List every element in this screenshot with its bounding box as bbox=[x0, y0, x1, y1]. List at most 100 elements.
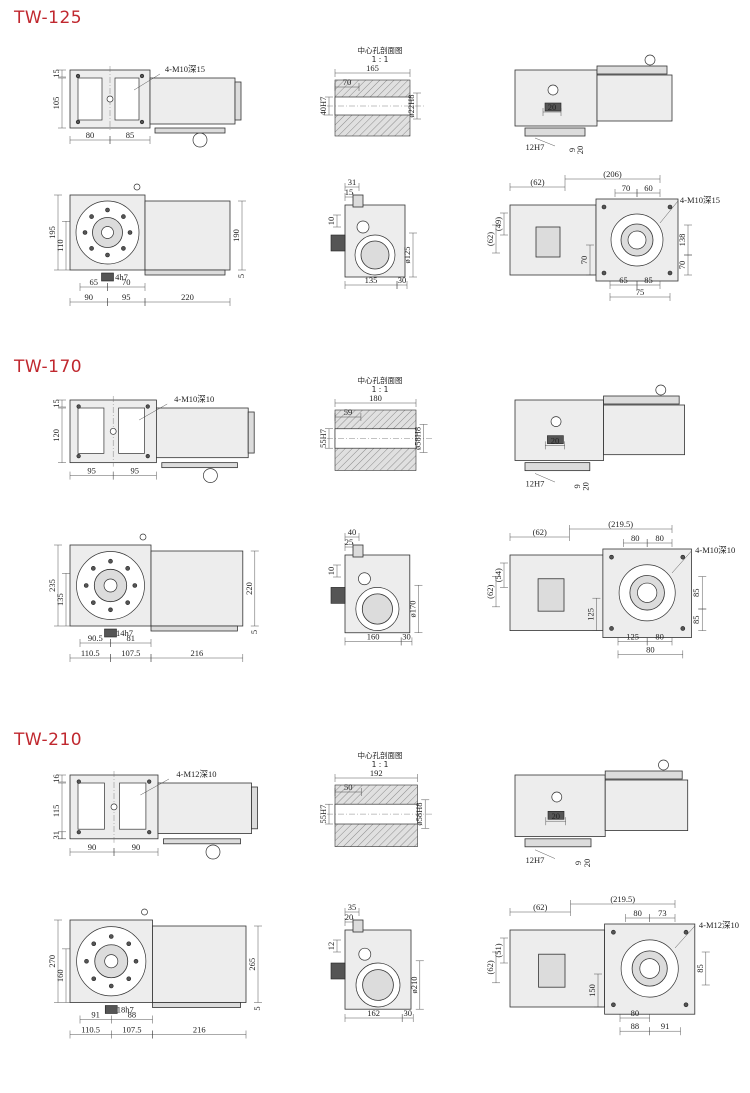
dimension-label: 40 bbox=[348, 527, 357, 537]
dimension-label: 15 bbox=[51, 69, 61, 78]
top-view-slot bbox=[118, 407, 145, 454]
bolt-hole bbox=[89, 246, 94, 251]
side-view-shaft-hole bbox=[550, 416, 562, 427]
dimension-label: 88 bbox=[631, 1021, 640, 1031]
dimension-label: 80 bbox=[633, 908, 642, 918]
top-view-handwheel bbox=[203, 468, 218, 483]
dimension-label: 115 bbox=[51, 805, 61, 817]
dimension-label: 5 bbox=[252, 1006, 262, 1010]
dimension-label: (219.5) bbox=[610, 894, 635, 904]
dimension-label: 中心孔剖面图 bbox=[358, 750, 403, 760]
dimension-label: 91 bbox=[91, 1010, 100, 1020]
dimension-label: 9 bbox=[572, 484, 582, 488]
dimension-label: 235 bbox=[47, 579, 57, 592]
mounting-hole bbox=[75, 119, 81, 125]
dimension-label: 4-M10深15 bbox=[680, 195, 720, 205]
dimension-label: 70 bbox=[343, 77, 352, 87]
dimension-label: 85 bbox=[695, 964, 705, 973]
bottom-view-pad bbox=[538, 953, 566, 988]
dimension-label: 216 bbox=[191, 648, 204, 658]
side-view-motor-top bbox=[603, 395, 680, 405]
dimension-label: 81 bbox=[127, 633, 136, 643]
bolt-hole bbox=[125, 600, 130, 605]
mounting-hole bbox=[611, 929, 616, 935]
dimension-label: 14h7 bbox=[116, 628, 133, 638]
front-view-base-plate bbox=[150, 625, 238, 632]
dimension-label: 30 bbox=[403, 1008, 412, 1018]
bottom-view-bore bbox=[639, 958, 660, 979]
mounting-hole bbox=[75, 73, 81, 79]
dimension-label: 90 bbox=[85, 292, 94, 302]
bolt-hole bbox=[91, 976, 97, 982]
leader-line bbox=[139, 403, 168, 421]
dimension-label: 107.5 bbox=[121, 648, 140, 658]
end-view-cap bbox=[352, 544, 364, 558]
dimension-label: 50 bbox=[344, 782, 353, 792]
dimension-label: 80 bbox=[655, 533, 664, 543]
dimension-label: (62) bbox=[485, 960, 495, 974]
end-view-flange-inner bbox=[360, 240, 390, 270]
dimension-label: 105 bbox=[51, 97, 61, 110]
model-title: TW-125 bbox=[14, 8, 83, 28]
dimension-label: 160 bbox=[55, 969, 65, 982]
dimension-label: 70 bbox=[122, 277, 131, 287]
side-view-base bbox=[524, 127, 586, 137]
dimension-label: 135 bbox=[55, 593, 65, 606]
dimension-label: 4-M10深15 bbox=[165, 64, 205, 74]
dimension-label: 30 bbox=[402, 631, 411, 641]
dimension-label: 9 bbox=[567, 148, 577, 152]
bolt-hole bbox=[127, 230, 133, 235]
dimension-label: 80 bbox=[86, 130, 95, 140]
dimension-label: (62) bbox=[485, 584, 495, 598]
dimension-label: ø22H8 bbox=[406, 94, 416, 117]
bolt-hole bbox=[91, 600, 96, 605]
dimension-label: 90.5 bbox=[88, 633, 103, 643]
top-view-center-hole bbox=[109, 427, 117, 435]
dimension-label: 中心孔剖面图 bbox=[358, 45, 403, 55]
dimension-label: ø170 bbox=[407, 601, 417, 618]
mounting-hole bbox=[76, 454, 81, 459]
top-view-motor-housing bbox=[155, 407, 249, 459]
front-view-lifting-eye bbox=[141, 908, 148, 916]
side-view-housing bbox=[514, 69, 598, 127]
mounting-hole bbox=[609, 626, 614, 631]
top-view-base-plate bbox=[163, 838, 241, 845]
top-view-base-plate bbox=[161, 462, 238, 469]
side-view-lifting-eye bbox=[644, 54, 656, 66]
top-view-motor-housing bbox=[157, 782, 252, 834]
top-view-center-hole bbox=[106, 95, 114, 103]
end-view-handle bbox=[330, 587, 346, 604]
dimension-label: 65 bbox=[90, 277, 99, 287]
dimension-label: (62) bbox=[530, 177, 544, 187]
dimension-label: (62) bbox=[485, 232, 495, 246]
rotary-table-center-bore bbox=[104, 954, 119, 969]
dimension-label: 20 bbox=[575, 146, 585, 155]
front-view-key bbox=[104, 1005, 118, 1014]
dimension-label: 91 bbox=[661, 1021, 670, 1031]
dimension-label: 120 bbox=[51, 429, 61, 442]
dimension-label: ø58H8 bbox=[413, 427, 423, 450]
dimension-label: 135 bbox=[365, 275, 378, 285]
dimension-label: 1 : 1 bbox=[372, 385, 389, 394]
dimension-label: 80 bbox=[646, 644, 655, 654]
dimension-label: 90 bbox=[132, 842, 141, 852]
bolt-hole bbox=[84, 958, 89, 964]
bolt-hole bbox=[125, 566, 130, 571]
dimension-label: 165 bbox=[366, 63, 379, 73]
model-title: TW-210 bbox=[14, 730, 83, 750]
front-view-motor-housing bbox=[150, 550, 244, 627]
side-view-key bbox=[547, 811, 565, 820]
dimension-label: 73 bbox=[658, 908, 667, 918]
side-view-base bbox=[524, 462, 591, 472]
side-view-housing bbox=[514, 399, 604, 461]
dimension-label: 110 bbox=[55, 239, 65, 251]
dimension-label: 138 bbox=[677, 234, 687, 247]
side-view-motor bbox=[603, 404, 685, 456]
leader-line bbox=[674, 925, 695, 949]
dimension-label: 30 bbox=[398, 275, 407, 285]
dimension-label: 31 bbox=[348, 177, 357, 187]
